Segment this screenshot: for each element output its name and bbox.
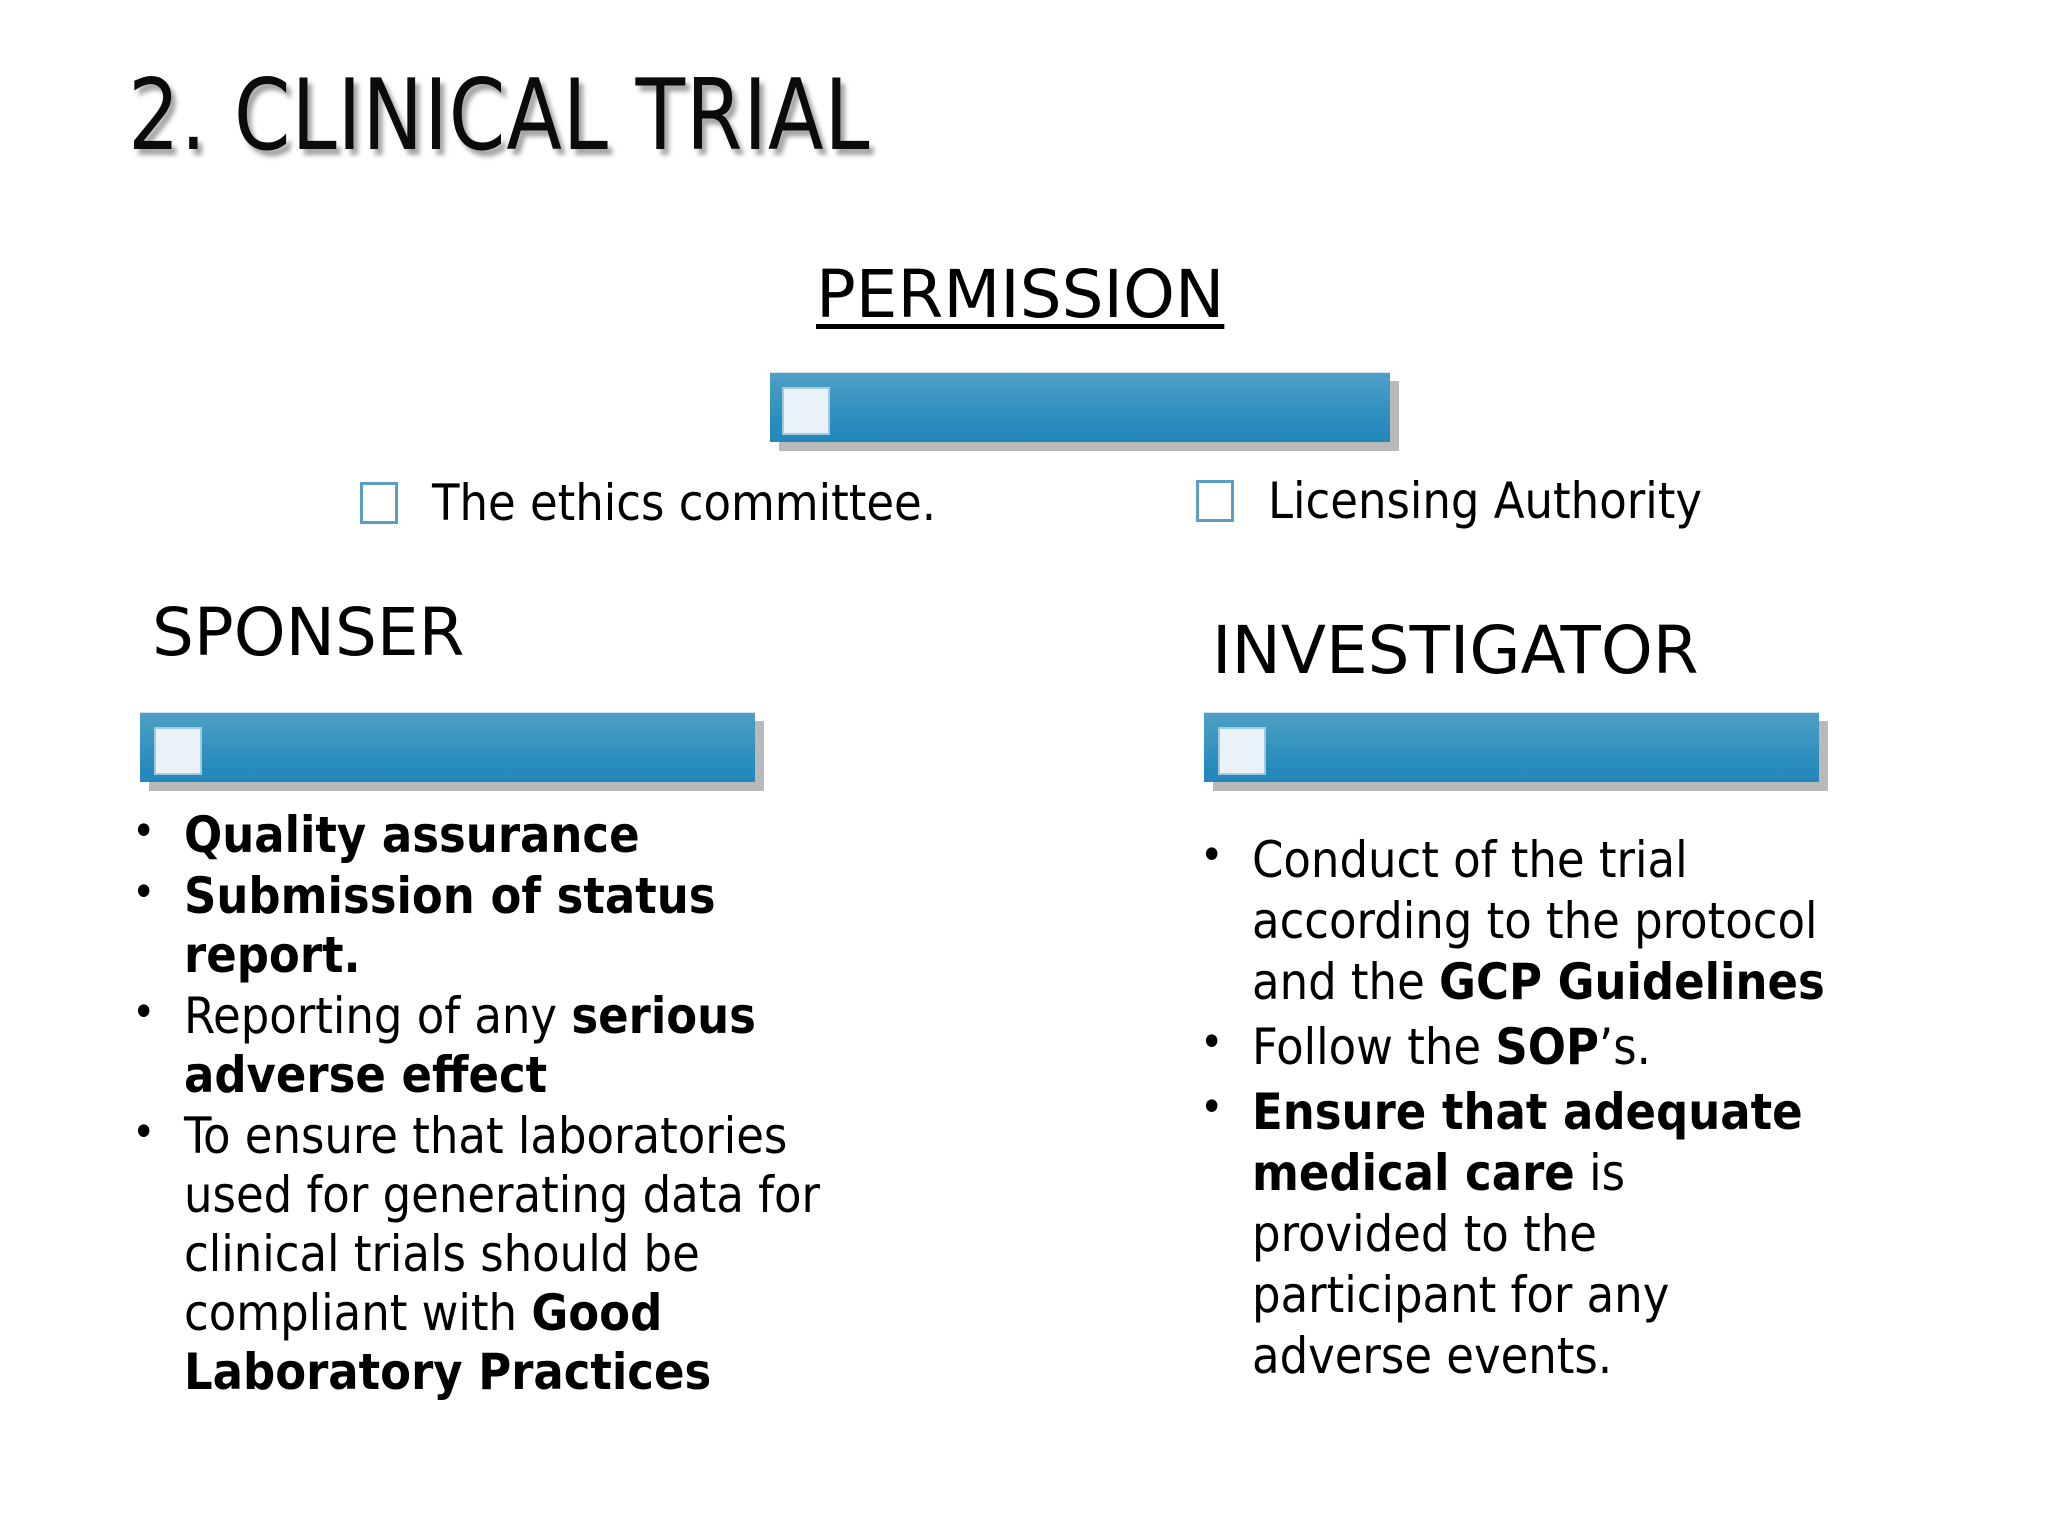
list-item-text: Reporting of any serious adverse effect — [184, 987, 756, 1104]
permission-item-label: Licensing Authority — [1268, 472, 1702, 530]
sponsor-heading-wrap: SPONSER — [152, 600, 464, 666]
bullet-dot-icon: • — [1200, 1082, 1224, 1133]
permission-heading-wrap: PERMISSION — [816, 262, 1224, 328]
permission-heading: PERMISSION — [816, 256, 1225, 333]
bullet-dot-icon: • — [132, 806, 156, 857]
list-item: • To ensure that laboratories used for g… — [122, 1107, 852, 1402]
bullet-dot-icon: • — [132, 1107, 156, 1158]
list-item-text: To ensure that laboratories used for gen… — [184, 1107, 820, 1401]
list-item-text: Quality assurance — [184, 806, 640, 864]
slide-title: 2. CLINICAL TRIAL — [128, 59, 871, 173]
permission-item-ethics-committee[interactable]: The ethics committee. — [360, 478, 936, 528]
sponsor-divider-bar — [140, 712, 755, 782]
empty-checkbox-icon[interactable] — [360, 482, 398, 524]
investigator-heading-wrap: INVESTIGATOR — [1212, 618, 1699, 684]
list-item-text: Follow the SOP’s. — [1252, 1018, 1651, 1076]
list-item-text: Ensure that adequate medical care is pro… — [1252, 1083, 1803, 1385]
investigator-divider-bar — [1204, 712, 1819, 782]
list-item: • Reporting of any serious adverse effec… — [122, 987, 852, 1105]
list-item: • Quality assurance — [122, 806, 852, 865]
bullet-dot-icon: • — [132, 987, 156, 1038]
list-item-text: Conduct of the trial according to the pr… — [1252, 831, 1825, 1011]
permission-bar-square-icon — [782, 387, 830, 435]
list-item-text: Submission of status report. — [184, 867, 716, 984]
list-item: • Conduct of the trial according to the … — [1190, 830, 1830, 1013]
permission-item-label: The ethics committee. — [432, 474, 937, 532]
bullet-dot-icon: • — [132, 867, 156, 918]
permission-item-licensing-authority[interactable]: Licensing Authority — [1196, 476, 1702, 526]
permission-divider-bar — [770, 372, 1390, 442]
bullet-dot-icon: • — [1200, 830, 1224, 881]
list-item: • Follow the SOP’s. — [1190, 1017, 1830, 1078]
sponsor-heading: SPONSER — [152, 594, 465, 671]
list-item: • Submission of status report. — [122, 867, 852, 985]
investigator-heading: INVESTIGATOR — [1212, 612, 1699, 689]
sponsor-bullet-list: • Quality assurance • Submission of stat… — [122, 806, 852, 1404]
investigator-bullet-list: • Conduct of the trial according to the … — [1190, 830, 1830, 1391]
investigator-bar-square-icon — [1218, 727, 1266, 775]
sponsor-bar-square-icon — [154, 727, 202, 775]
empty-checkbox-icon[interactable] — [1196, 480, 1234, 522]
bullet-dot-icon: • — [1200, 1017, 1224, 1068]
list-item: • Ensure that adequate medical care is p… — [1190, 1082, 1830, 1387]
